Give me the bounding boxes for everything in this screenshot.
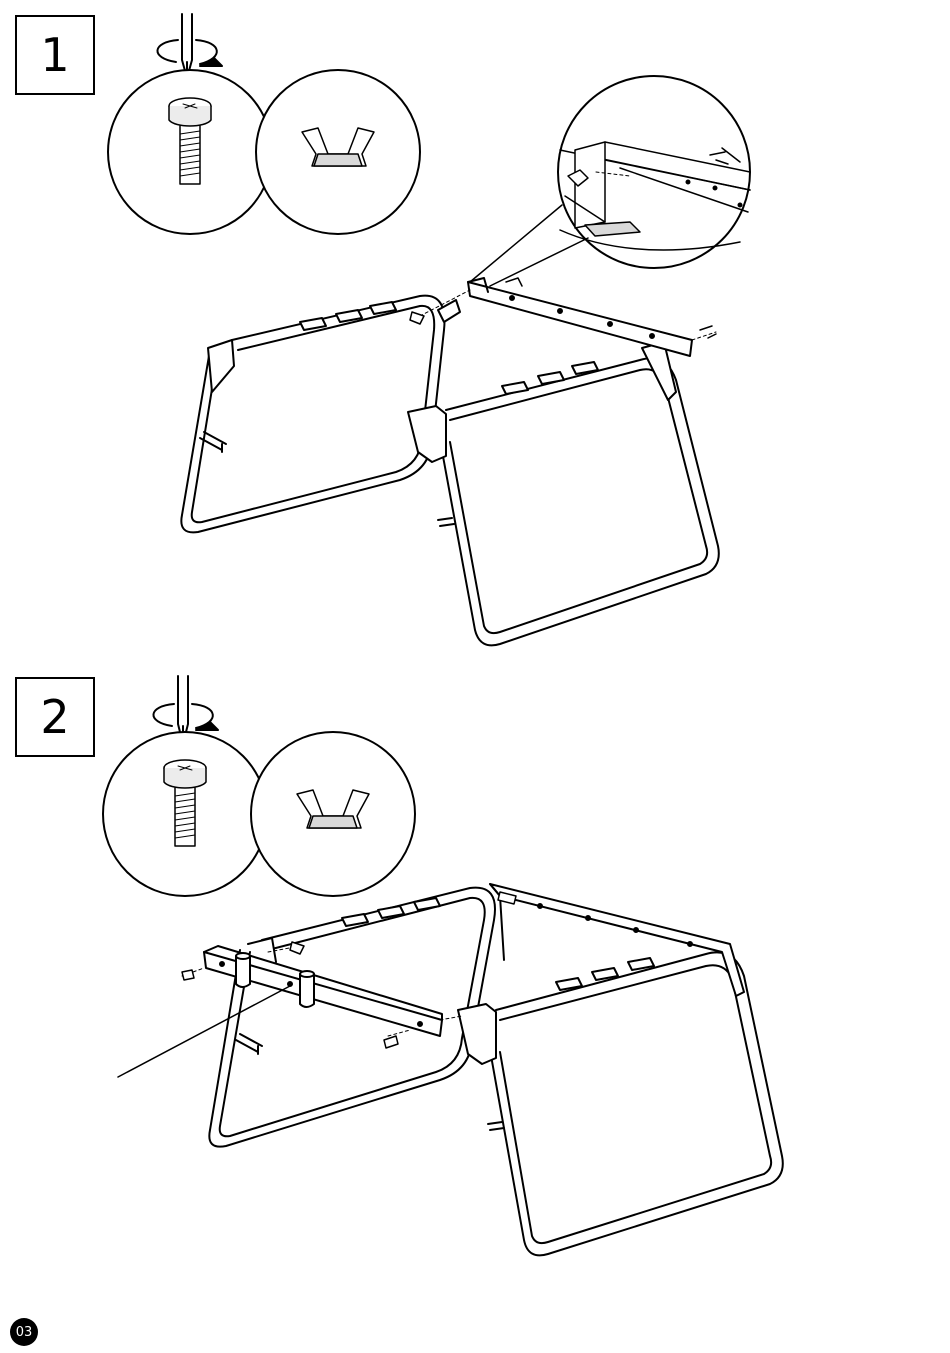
wing-nut-icon-step-2 xyxy=(251,732,415,896)
machine-screw-icon xyxy=(108,70,272,234)
back-bar-step-2 xyxy=(490,884,744,996)
machine-screw-icon-step-2 xyxy=(103,732,267,896)
pointer-line xyxy=(118,986,290,1077)
wing-nut-icon xyxy=(256,70,420,234)
page-number-badge: 03 xyxy=(10,1318,38,1346)
right-frame-step-1 xyxy=(408,342,719,645)
crossbar-step-1 xyxy=(410,278,716,356)
front-bar-step-2 xyxy=(182,938,462,1048)
screwdriver-rotate-icon xyxy=(157,14,222,78)
right-frame-step-2 xyxy=(458,952,783,1255)
detail-magnifier xyxy=(470,76,750,286)
page-number: 03 xyxy=(16,1325,33,1340)
left-frame-step-2 xyxy=(209,888,495,1147)
